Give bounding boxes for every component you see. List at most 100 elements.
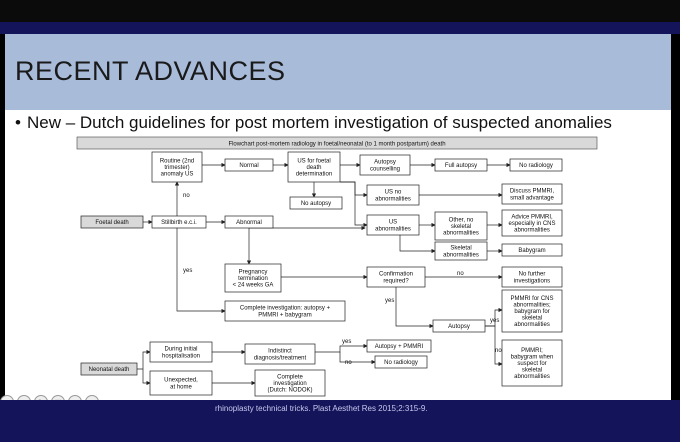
flow-label-yes3: yes [490, 318, 499, 324]
bullet-dot: • [15, 113, 21, 132]
flow-box-text: US for foetal [297, 158, 330, 164]
flow-box-text: skeletal [522, 368, 542, 374]
flow-box-text: skeletal [522, 316, 542, 322]
flow-connector [315, 343, 368, 353]
flow-box-neonatal-death: Neonatal death [80, 362, 138, 376]
flowchart-header [76, 136, 598, 150]
flow-box-text: Discuss PMMRI, [510, 189, 555, 195]
bullet-point: •New – Dutch guidelines for post mortem … [15, 113, 612, 133]
flow-box-advice-pmmri: Advice PMMRI,especially in CNSabnormalit… [501, 209, 563, 237]
flow-box-text: Autopsy + PMMRI [375, 344, 424, 350]
flow-box-text: Normal [239, 163, 258, 169]
flow-connector [142, 369, 151, 386]
flow-box-text: abnormalities [514, 322, 550, 328]
flow-box-text: termination [238, 276, 268, 282]
slide-top-band [0, 22, 680, 34]
flow-box-complete-inv: Complete investigation: autopsy +PMMRI +… [224, 300, 346, 322]
flow-box-text: especially in CNS [508, 221, 555, 227]
flow-box-text: PMMRI; [521, 348, 543, 354]
flow-connector [395, 287, 434, 329]
flow-box-text: Neonatal death [89, 367, 130, 373]
flowchart-diagram: Flowchart post-mortem radiology in foeta… [76, 136, 598, 397]
flow-box-text: abnormalities [375, 226, 411, 232]
flow-box-text: Complete investigation: autopsy + [240, 306, 331, 312]
flow-box-text: During initial [164, 347, 197, 353]
flow-box-babygram: Babygram [501, 243, 563, 257]
flow-box-text: abnormalities [443, 231, 479, 237]
flow-box-no-radiology-bottom: No radiology [374, 355, 428, 369]
flow-box-text: PMMRI + babygram [258, 312, 312, 318]
flow-box-text: Autopsy [448, 324, 470, 330]
flow-box-text: abnormalities [443, 252, 479, 258]
flow-box-text: No further [519, 272, 546, 278]
flow-box-text: babygram for [514, 309, 549, 315]
flow-box-text: suspect for [517, 361, 546, 367]
flow-box-text: abnormalities [375, 196, 411, 202]
flow-box-abnormal: Abnormal [224, 215, 274, 229]
flow-box-text: abnormalities [514, 228, 550, 234]
flow-box-text: Abnormal [236, 220, 262, 226]
flow-label-yes2: yes [385, 298, 394, 304]
flow-connector [137, 349, 151, 370]
flow-box-text: Full autopsy [445, 163, 477, 169]
flow-box-text: investigation [273, 381, 306, 387]
flow-box-text: Confirmation [379, 272, 413, 278]
flow-box-text: required? [383, 278, 409, 284]
flow-box-text: PMMRI for CNS [510, 296, 553, 302]
flow-box-text: US no [385, 190, 402, 196]
flow-connector [339, 352, 376, 365]
slide-title: RECENT ADVANCES [15, 56, 286, 86]
flow-box-autopsy: Autopsy [432, 319, 486, 333]
flow-connector [340, 181, 368, 228]
flow-box-text: Foetal death [95, 220, 128, 226]
flow-label-yes4: yes [342, 339, 351, 345]
flow-connector [485, 325, 503, 367]
flow-box-text: US [389, 220, 397, 226]
flow-label-no4: no [345, 360, 352, 366]
slide-bottom-band [0, 400, 680, 442]
flow-box-text: small advantage [510, 195, 554, 201]
flow-box-text: anomaly US [161, 172, 194, 178]
flow-box-normal: Normal [224, 158, 274, 172]
flow-box-no-autopsy: No autopsy [289, 196, 343, 210]
flow-box-text: (Dutch: NODOK) [267, 388, 312, 394]
flowchart-header-text: Flowchart post-mortem radiology in foeta… [228, 142, 445, 148]
flow-label-no1: no [183, 193, 190, 199]
flow-box-text: Advice PMMRI, [511, 214, 553, 220]
flow-box-stillbirth: Stillbirth e.c.i. [151, 215, 207, 229]
flow-box-text: Indistinct [268, 349, 292, 355]
flow-box-unexpected: Unexpected,at home [149, 370, 213, 396]
flow-box-text: death [306, 165, 321, 171]
flow-box-text: hospitalisation [162, 353, 200, 359]
title-band: RECENT ADVANCES [5, 34, 671, 110]
flow-box-text: Autopsy [374, 160, 396, 166]
window-top-bar [0, 0, 680, 22]
flow-box-text: No radiology [519, 163, 553, 169]
flow-box-text: No radiology [384, 360, 418, 366]
flow-box-text: counselling [370, 166, 400, 172]
flow-box-text: trimester) [164, 165, 189, 171]
flow-box-text: abnormalities [514, 374, 550, 380]
flow-connector [176, 228, 226, 314]
flow-box-text: babygram when [511, 354, 554, 360]
flow-label-no3: no [495, 348, 502, 354]
flow-label-yes1: yes [183, 268, 192, 274]
flow-connector [399, 235, 436, 254]
flow-label-no2: no [457, 271, 464, 277]
flow-box-text: abnormalities; [513, 302, 551, 308]
flow-box-text: skeletal [451, 224, 471, 230]
flow-box-text: Pregnancy [239, 269, 268, 275]
presentation-slide: RECENT ADVANCES •New – Dutch guidelines … [5, 34, 671, 400]
